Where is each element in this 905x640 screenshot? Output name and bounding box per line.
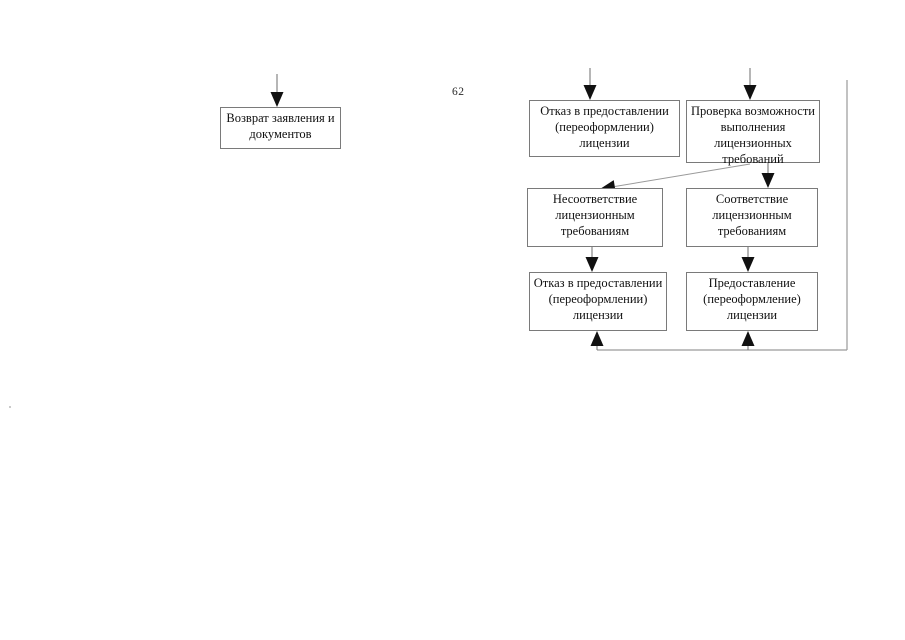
node-non-compliance: Несоответствие лицензионным требованиям (527, 188, 663, 247)
arrow-check-to-compliance (761, 173, 775, 188)
arrow-compliance-to-grant (741, 257, 755, 272)
node-label: Несоответствие лицензионным требованиям (552, 192, 638, 238)
node-check-possibility: Проверка возможности выполнения лицензио… (686, 100, 820, 166)
node-label: Соответствие лицензионным требованиям (712, 192, 792, 238)
node-label: Предоставление (переоформление) лицензии (703, 276, 801, 322)
arrow-feedback-into-refusal-bottom (590, 331, 604, 346)
node-compliance: Соответствие лицензионным требованиям (686, 188, 818, 247)
node-label: Возврат заявления и документов (226, 111, 335, 141)
page-number: 62 (452, 86, 465, 98)
arrow-into-refusal-top (583, 85, 597, 100)
node-refusal-bottom: Отказ в предоставлении (переоформлении) … (529, 272, 667, 331)
node-return-application: Возврат заявления и документов (220, 107, 341, 149)
node-label: Отказ в предоставлении (переоформлении) … (540, 104, 669, 150)
arrow-check-to-non-compliance-shaft (614, 163, 751, 188)
node-label: Проверка возможности выполнения лицензио… (691, 104, 815, 166)
arrow-feedback-into-grant (741, 331, 755, 346)
arrow-into-return-application (270, 92, 284, 107)
node-refusal-top: Отказ в предоставлении (переоформлении) … (529, 100, 680, 157)
arrow-non-compliance-to-refusal (585, 257, 599, 272)
node-label: Отказ в предоставлении (переоформлении) … (533, 276, 663, 322)
node-grant-license: Предоставление (переоформление) лицензии (686, 272, 818, 331)
scan-speck (9, 406, 11, 408)
arrow-into-check-possibility (743, 85, 757, 100)
